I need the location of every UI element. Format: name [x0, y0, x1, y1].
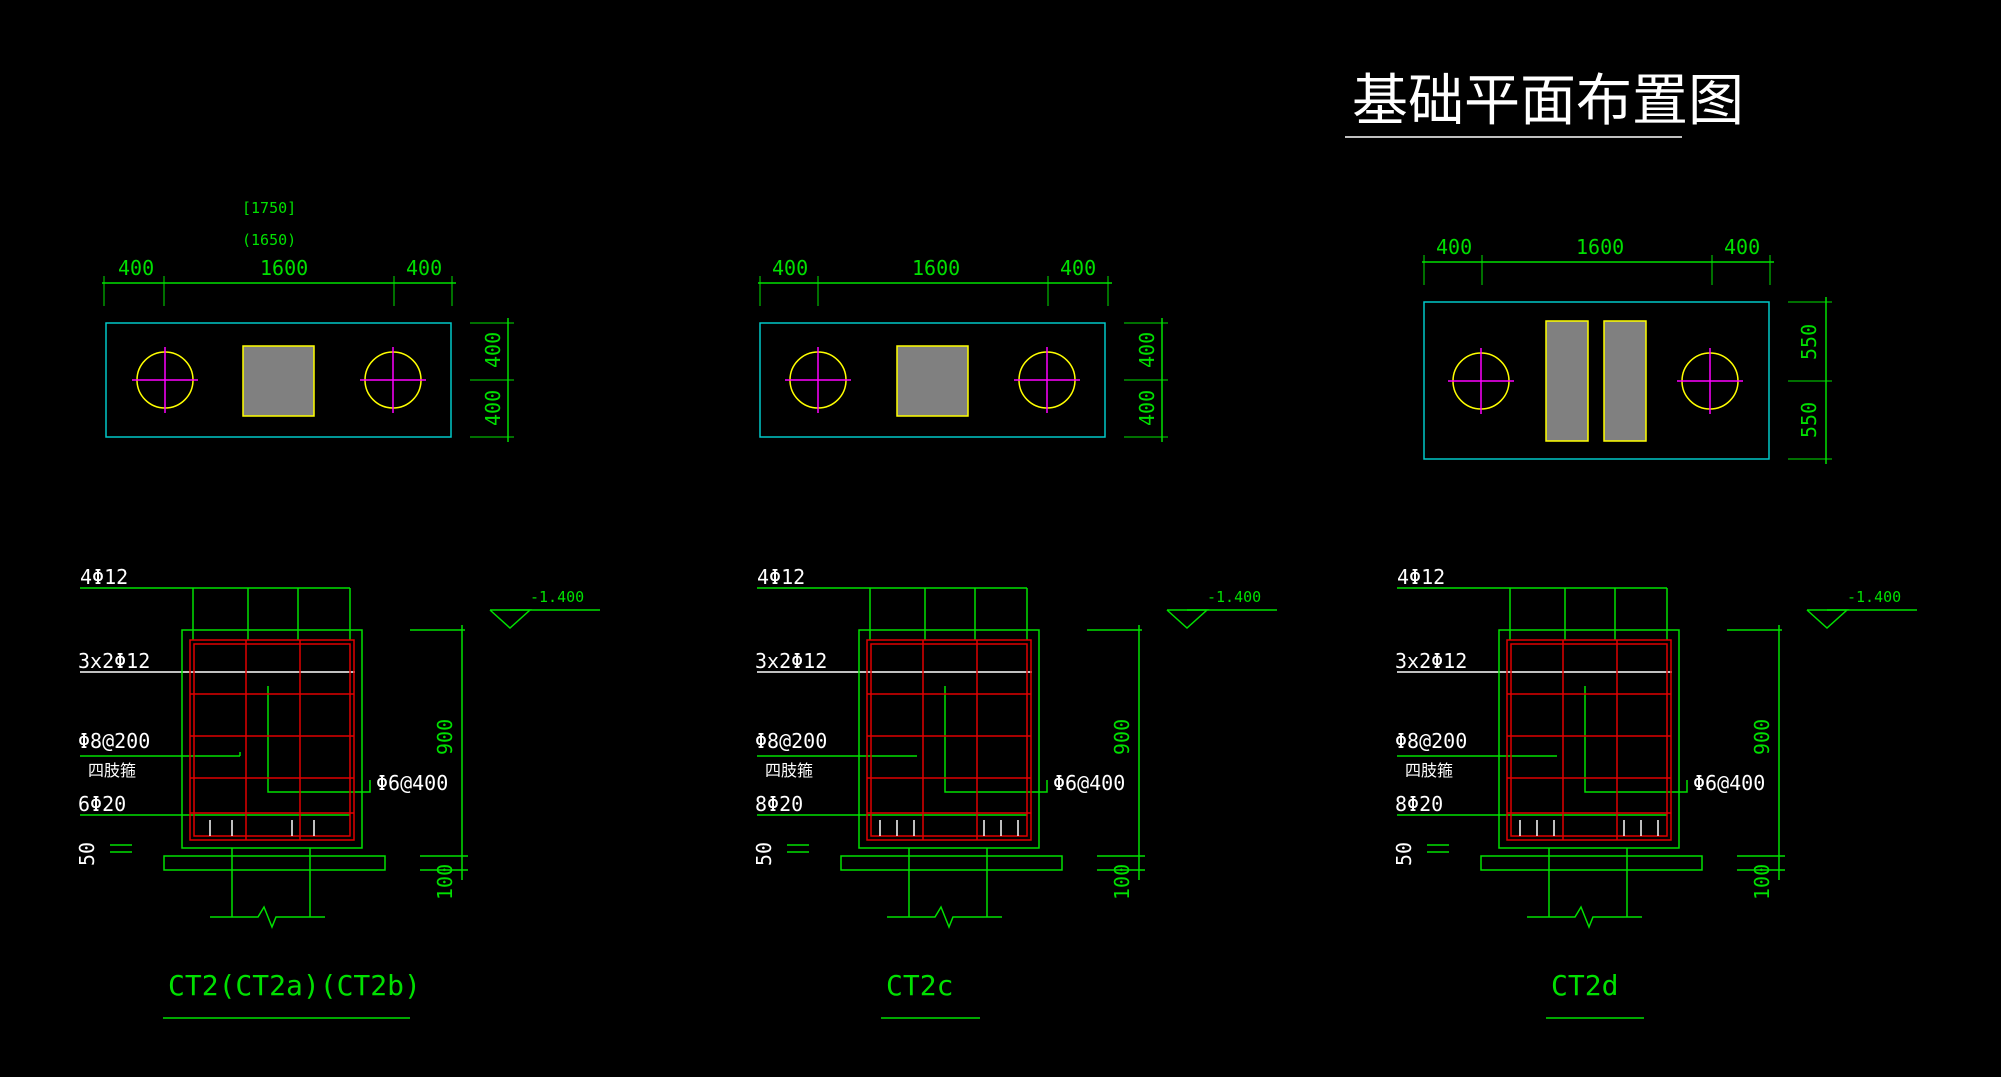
plan-1-extra-dim-2: (1650) — [242, 231, 296, 249]
section-3-elevation-symbol — [1806, 609, 1849, 630]
section-2-cover: 50 — [752, 842, 776, 866]
plan-3-dim-v-1: 550 — [1797, 324, 1821, 360]
section-2-leaders — [757, 587, 1048, 816]
section-3-height: 900 — [1750, 719, 1774, 755]
section-3-bed: 100 — [1750, 864, 1774, 900]
section-3-stirrup-note: 四肢箍 — [1405, 761, 1453, 780]
plan-1-pile-axes — [132, 347, 426, 413]
section-1-stirrup: Φ8@200 — [78, 729, 150, 753]
section-1-mid-bar: 3x2Φ12 — [78, 649, 150, 673]
section-1-bed: 100 — [433, 864, 457, 900]
plan-3-dim-h-3: 400 — [1724, 235, 1760, 259]
section-2-elevation: -1.400 — [1207, 588, 1261, 606]
section-1-rebar-cage — [189, 639, 355, 841]
plan-2-dim-h-3: 400 — [1060, 256, 1096, 280]
plan-1-dim-h-1: 400 — [118, 256, 154, 280]
plan-1-dim-h-2: 1600 — [260, 256, 308, 280]
section-3-mid-bar: 3x2Φ12 — [1395, 649, 1467, 673]
section-2-name: CT2c — [886, 969, 953, 1002]
section-2-mid-bar: 3x2Φ12 — [755, 649, 827, 673]
section-3-leaders — [1397, 587, 1688, 816]
plan-2-cap-outline — [759, 322, 1106, 438]
section-3-rebar-cage — [1506, 639, 1672, 841]
section-3-elevation: -1.400 — [1847, 588, 1901, 606]
plan-2-dim-h-2: 1600 — [912, 256, 960, 280]
plan-3-column-left — [1545, 320, 1589, 442]
section-3-bottom-bars — [1519, 820, 1659, 836]
plan-1-dim-v-1: 400 — [481, 332, 505, 368]
section-1-bottom-bar: 6Φ20 — [78, 792, 126, 816]
section-1-stirrup-note: 四肢箍 — [88, 761, 136, 780]
section-1-name: CT2(CT2a)(CT2b) — [168, 969, 421, 1002]
section-view-1: 4Φ12 3x2Φ12 Φ8@200 四肢箍 6Φ20 Φ6@400 -1.40… — [75, 565, 600, 1019]
plan-2-dim-h-1: 400 — [772, 256, 808, 280]
plan-2-pile-axes — [785, 347, 1080, 413]
section-view-2: 4Φ12 3x2Φ12 Φ8@200 四肢箍 8Φ20 Φ6@400 -1.40… — [752, 565, 1277, 1019]
plan-3-pile-axes — [1448, 348, 1743, 414]
plan-view-1: [1750] (1650) 400 1600 400 400 400 — [102, 199, 514, 442]
section-1-bottom-bars — [209, 820, 315, 836]
section-1-leaders — [80, 587, 371, 816]
plan-3-dim-h-1: 400 — [1436, 235, 1472, 259]
plan-1-dim-h-3: 400 — [406, 256, 442, 280]
section-2-stirrup-note: 四肢箍 — [765, 761, 813, 780]
section-2-tie: Φ6@400 — [1053, 771, 1125, 795]
plan-3-cap-outline — [1423, 301, 1770, 460]
drawing-title-block: 基础平面布置图 — [1345, 69, 1744, 138]
section-2-concrete — [840, 629, 1063, 930]
plan-2-dim-v-2: 400 — [1135, 390, 1159, 426]
plan-2-dim-v-1: 400 — [1135, 332, 1159, 368]
section-view-3: 4Φ12 3x2Φ12 Φ8@200 四肢箍 8Φ20 Φ6@400 -1.40… — [1392, 565, 1917, 1019]
section-2-elevation-symbol — [1166, 609, 1209, 630]
section-2-height: 900 — [1110, 719, 1134, 755]
section-3-height-dim — [1427, 625, 1785, 880]
section-3-stirrup: Φ8@200 — [1395, 729, 1467, 753]
plan-3-dim-h-2: 1600 — [1576, 235, 1624, 259]
section-3-name: CT2d — [1551, 969, 1618, 1002]
section-1-height: 900 — [433, 719, 457, 755]
section-1-height-dim — [110, 625, 468, 880]
section-3-cover: 50 — [1392, 842, 1416, 866]
plan-1-dim-v-2: 400 — [481, 390, 505, 426]
section-1-tie: Φ6@400 — [376, 771, 448, 795]
plan-view-3: 400 1600 400 550 550 — [1422, 235, 1832, 464]
section-2-rebar-cage — [866, 639, 1032, 841]
section-3-bottom-bar: 8Φ20 — [1395, 792, 1443, 816]
drawing-title: 基础平面布置图 — [1352, 69, 1744, 134]
plan-3-column-right — [1603, 320, 1647, 442]
section-1-top-bar: 4Φ12 — [80, 565, 128, 589]
plan-1-cap-outline — [105, 322, 452, 438]
plan-3-dim-v-2: 550 — [1797, 402, 1821, 438]
section-1-concrete — [163, 629, 386, 930]
section-3-top-bar: 4Φ12 — [1397, 565, 1445, 589]
plan-2-column — [896, 345, 969, 417]
plan-1-extra-dim-1: [1750] — [242, 199, 296, 217]
section-2-stirrup: Φ8@200 — [755, 729, 827, 753]
section-1-elevation: -1.400 — [530, 588, 584, 606]
plan-1-column — [242, 345, 315, 417]
section-2-bed: 100 — [1110, 864, 1134, 900]
plan-view-2: 400 1600 400 400 400 — [758, 256, 1168, 442]
section-3-concrete — [1480, 629, 1703, 930]
section-2-top-bar: 4Φ12 — [757, 565, 805, 589]
section-1-elevation-symbol — [489, 609, 532, 630]
section-3-tie: Φ6@400 — [1693, 771, 1765, 795]
section-2-bottom-bars — [879, 820, 1019, 836]
section-1-cover: 50 — [75, 842, 99, 866]
section-2-bottom-bar: 8Φ20 — [755, 792, 803, 816]
section-2-height-dim — [787, 625, 1145, 880]
